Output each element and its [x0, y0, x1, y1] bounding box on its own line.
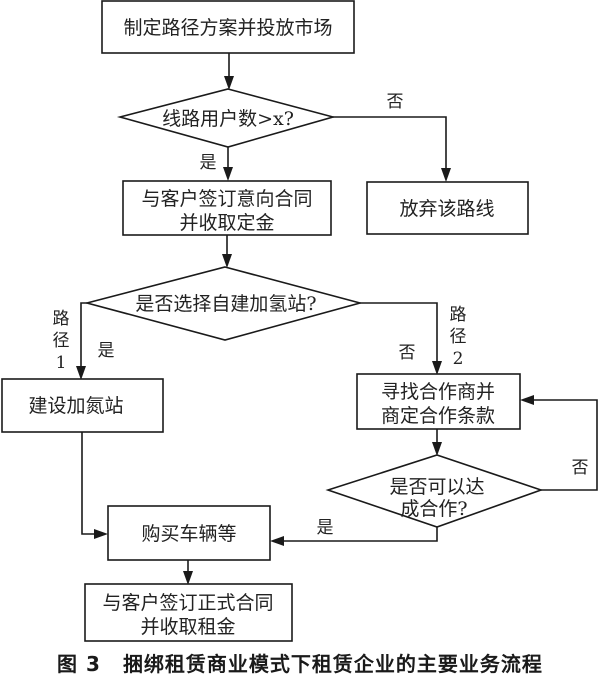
label-path2-char3: 2 — [453, 349, 464, 369]
node-text: 并收取定金 — [179, 212, 274, 234]
arrowhead — [94, 529, 108, 539]
edge-station-to-buy — [81, 432, 98, 535]
arrowhead — [183, 571, 193, 585]
label-coop-yes: 是 — [317, 518, 334, 538]
arrowhead — [270, 536, 284, 546]
label-users-yes: 是 — [200, 153, 217, 173]
label-path1-char2: 径 — [53, 331, 70, 351]
figure-number: 图 3 — [57, 652, 101, 676]
node-text: 与客户签订意向合同 — [141, 188, 312, 210]
node-build-station: 建设加氮站 — [1, 378, 164, 433]
decision-text: 是否可以达 — [389, 476, 484, 498]
decision-text: 线路用户数>x? — [162, 108, 294, 130]
node-sign-intent-contract: 与客户签订意向合同 并收取定金 — [122, 180, 332, 236]
arrowhead — [224, 76, 234, 90]
arrowhead — [76, 366, 86, 380]
figure-title: 捆绑租赁商业模式下租赁企业的主要业务流程 — [122, 652, 543, 676]
decision-user-count: 线路用户数>x? — [116, 88, 337, 148]
node-text: 商定合作条款 — [381, 405, 495, 427]
node-text: 寻找合作商并 — [381, 381, 495, 403]
node-text: 并收取租金 — [140, 616, 235, 638]
arrowhead — [432, 442, 442, 456]
label-users-no: 否 — [387, 92, 404, 112]
node-abandon-route: 放弃该路线 — [366, 181, 529, 235]
decision-cooperation: 是否可以达 成合作? — [325, 454, 544, 528]
label-build-yes: 是 — [98, 341, 115, 361]
edge-coop-no-loop — [530, 399, 598, 491]
edge-users-no — [333, 116, 447, 172]
label-path1-char3: 1 — [56, 353, 67, 373]
label-path2-char1: 路 — [450, 305, 467, 325]
decision-text: 成合作? — [400, 498, 467, 520]
node-sign-formal-contract: 与客户签订正式合同 并收取租金 — [84, 583, 293, 642]
label-coop-no: 否 — [572, 458, 589, 478]
arrowhead — [441, 168, 451, 182]
label-path2-char2: 径 — [450, 327, 467, 347]
node-text: 与客户签订正式合同 — [102, 592, 273, 614]
node-text: 购买车辆等 — [141, 523, 236, 545]
decision-text: 是否选择自建加氢站? — [135, 293, 316, 315]
edge-build-no — [360, 302, 438, 365]
node-start: 制定路径方案并投放市场 — [101, 0, 355, 54]
node-buy-vehicles: 购买车辆等 — [107, 505, 271, 561]
arrowhead — [520, 395, 534, 405]
node-text: 放弃该路线 — [399, 198, 494, 220]
node-text: 制定路径方案并投放市场 — [123, 17, 332, 39]
arrowhead — [223, 167, 233, 181]
node-find-partner: 寻找合作商并 商定合作条款 — [356, 373, 521, 430]
node-text: 建设加氮站 — [28, 395, 123, 417]
label-path1-char1: 路 — [53, 309, 70, 329]
arrowhead — [432, 361, 442, 375]
label-build-no: 否 — [399, 343, 416, 363]
figure-caption: 图 3 捆绑租赁商业模式下租赁企业的主要业务流程 — [0, 648, 600, 677]
edge-build-yes — [80, 302, 87, 370]
edge-coop-yes — [280, 527, 438, 542]
decision-build-station: 是否选择自建加氢站? — [83, 266, 364, 341]
arrowhead — [222, 254, 232, 268]
